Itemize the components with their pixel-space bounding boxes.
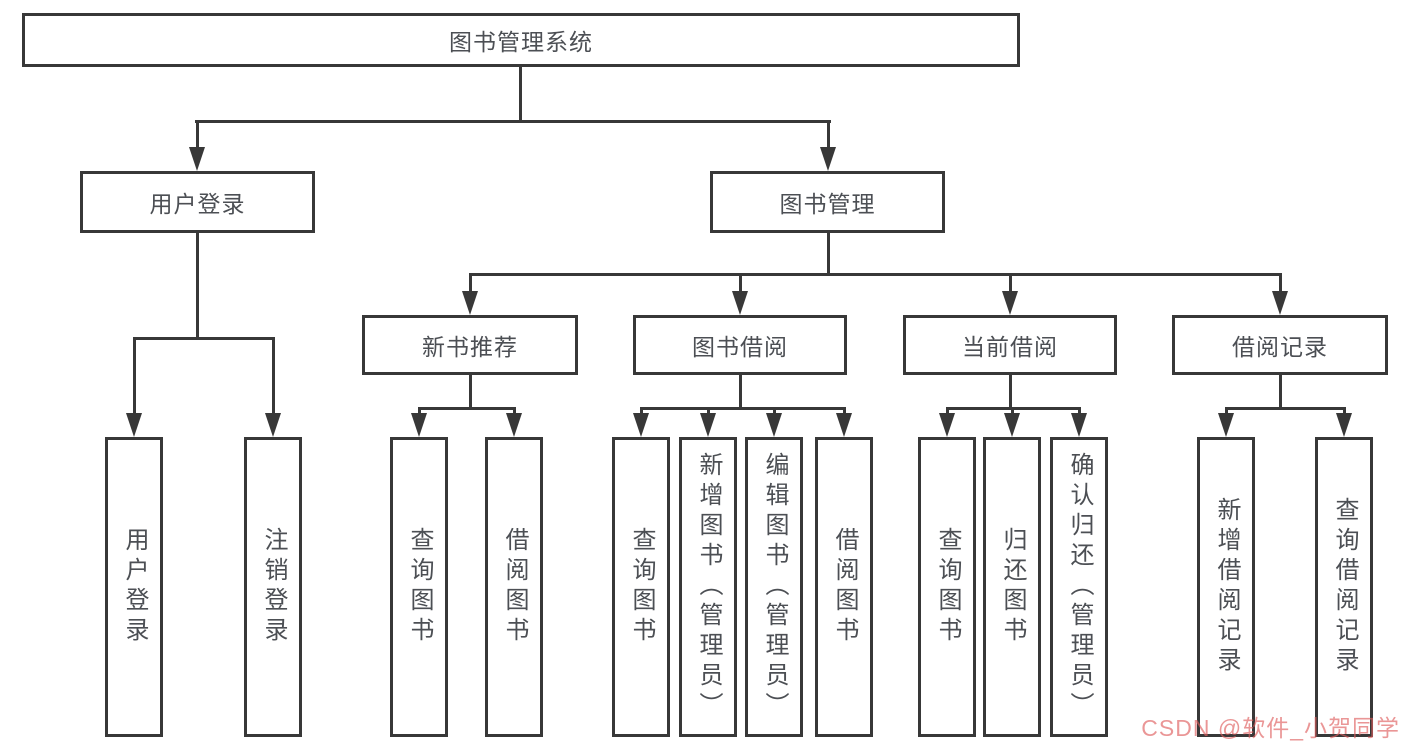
connector-borrowing-stem	[739, 373, 742, 407]
leaf-query-books-current: 查询图书	[918, 437, 976, 737]
connector-records-drop-2	[1343, 407, 1346, 415]
arrow-down-icon	[126, 413, 142, 437]
connector-bookmgmt-bar	[469, 273, 1282, 276]
connector-root-bar	[195, 120, 831, 123]
arrow-down-icon	[265, 413, 281, 437]
connector-current-drop-3	[1078, 407, 1081, 415]
csdn-watermark: CSDN @软件_小贺同学	[1141, 715, 1400, 741]
connector-bookmgmt-drop-4	[1279, 273, 1282, 293]
connector-borrowing-drop-3	[773, 407, 776, 415]
connector-borrowing-bar	[640, 407, 846, 410]
arrow-down-icon	[189, 147, 205, 171]
node-current-borrowing: 当前借阅	[903, 315, 1117, 375]
connector-root-stem	[519, 65, 522, 120]
connector-records-stem	[1279, 373, 1282, 407]
arrow-down-icon	[1071, 413, 1087, 437]
connector-userlogin-stem	[196, 231, 199, 337]
connector-borrowing-drop-2	[707, 407, 710, 415]
node-book-management: 图书管理	[710, 171, 945, 233]
arrow-down-icon	[462, 291, 478, 315]
arrow-down-icon	[766, 413, 782, 437]
connector-current-stem	[1009, 373, 1012, 407]
node-library-management-system: 图书管理系统	[22, 13, 1020, 67]
connector-bookmgmt-drop-3	[1009, 273, 1012, 293]
arrow-down-icon	[1002, 291, 1018, 315]
connector-root-drop-right	[827, 120, 830, 148]
connector-recommend-drop-1	[418, 407, 421, 415]
connector-recommend-stem	[469, 373, 472, 407]
leaf-logout: 注销登录	[244, 437, 302, 737]
connector-borrowing-drop-4	[843, 407, 846, 415]
arrow-down-icon	[836, 413, 852, 437]
leaf-borrow-books-borrowing: 借阅图书	[815, 437, 873, 737]
leaf-add-books-admin: 新增图书（管理员）	[679, 437, 737, 737]
connector-userlogin-drop-1	[133, 337, 136, 413]
connector-root-drop-left	[196, 120, 199, 148]
leaf-add-borrow-record: 新增借阅记录	[1197, 437, 1255, 737]
connector-userlogin-bar	[133, 337, 275, 340]
leaf-confirm-return-admin: 确认归还（管理员）	[1050, 437, 1108, 737]
arrow-down-icon	[411, 413, 427, 437]
arrow-down-icon	[1336, 413, 1352, 437]
node-book-borrowing: 图书借阅	[633, 315, 847, 375]
leaf-query-borrow-record: 查询借阅记录	[1315, 437, 1373, 737]
arrow-down-icon	[1004, 413, 1020, 437]
arrow-down-icon	[1218, 413, 1234, 437]
node-user-login: 用户登录	[80, 171, 315, 233]
connector-recommend-drop-2	[513, 407, 516, 415]
connector-records-bar	[1225, 407, 1346, 410]
connector-records-drop-1	[1225, 407, 1228, 415]
leaf-query-books-recommend: 查询图书	[390, 437, 448, 737]
connector-current-drop-2	[1011, 407, 1014, 415]
arrow-down-icon	[732, 291, 748, 315]
node-borrowing-records: 借阅记录	[1172, 315, 1388, 375]
arrow-down-icon	[506, 413, 522, 437]
arrow-down-icon	[820, 147, 836, 171]
leaf-borrow-books-recommend: 借阅图书	[485, 437, 543, 737]
connector-current-drop-1	[946, 407, 949, 415]
arrow-down-icon	[700, 413, 716, 437]
node-new-book-recommendation: 新书推荐	[362, 315, 578, 375]
arrow-down-icon	[939, 413, 955, 437]
leaf-user-login: 用户登录	[105, 437, 163, 737]
connector-bookmgmt-drop-2	[739, 273, 742, 293]
leaf-query-books-borrowing: 查询图书	[612, 437, 670, 737]
leaf-return-books: 归还图书	[983, 437, 1041, 737]
connector-bookmgmt-stem	[827, 231, 830, 273]
leaf-edit-books-admin: 编辑图书（管理员）	[745, 437, 803, 737]
arrow-down-icon	[633, 413, 649, 437]
connector-bookmgmt-drop-1	[469, 273, 472, 293]
connector-borrowing-drop-1	[640, 407, 643, 415]
connector-userlogin-drop-2	[272, 337, 275, 413]
arrow-down-icon	[1272, 291, 1288, 315]
connector-recommend-bar	[418, 407, 516, 410]
